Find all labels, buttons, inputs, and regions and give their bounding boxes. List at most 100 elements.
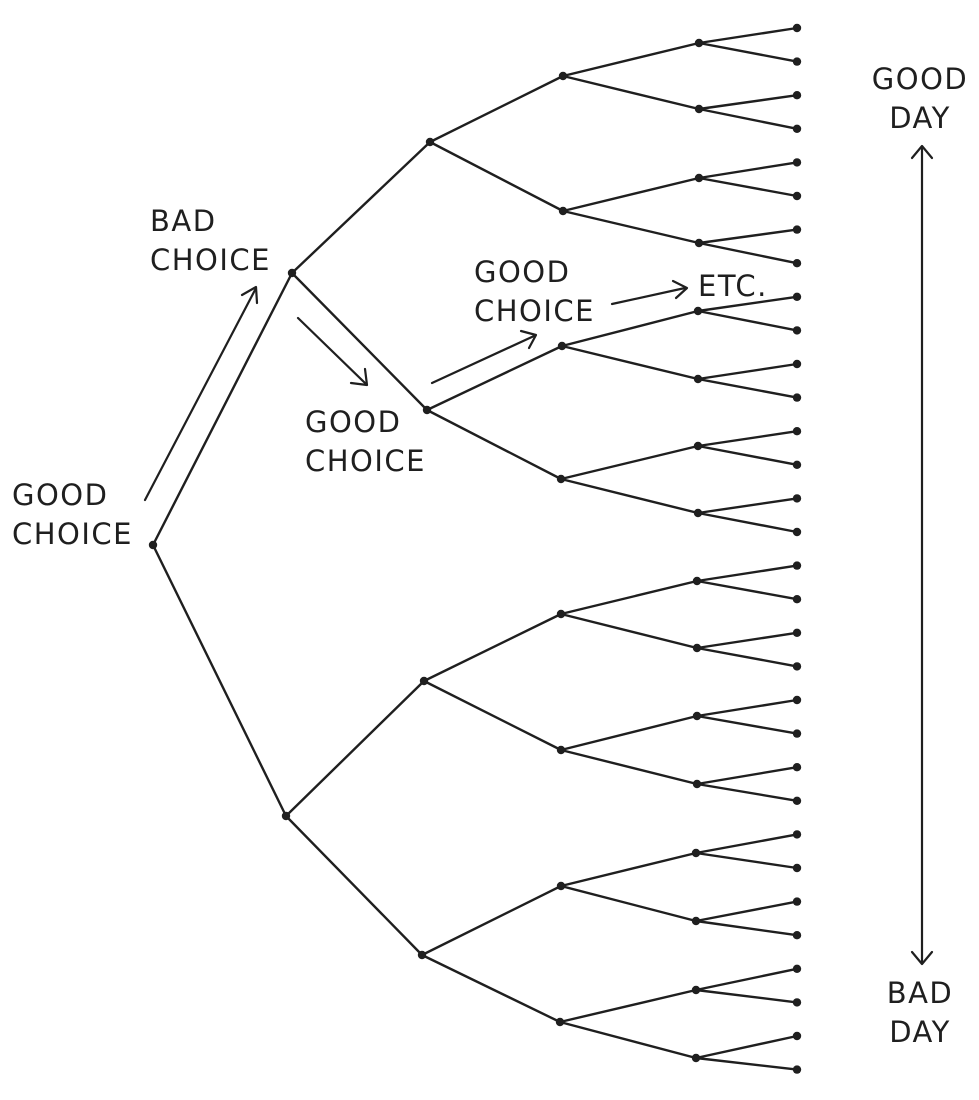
tree-edge bbox=[284, 814, 424, 957]
tree-node bbox=[792, 326, 802, 335]
tree-node bbox=[694, 38, 704, 48]
tree-node bbox=[792, 259, 802, 268]
tree-edge bbox=[694, 833, 799, 855]
tree-node bbox=[792, 393, 802, 402]
mid-good-choice-label: GOOD CHOICE bbox=[305, 403, 426, 481]
tree-edge bbox=[694, 988, 799, 1004]
tree-edge bbox=[428, 74, 565, 144]
tree-edge bbox=[290, 271, 429, 412]
tree-node bbox=[792, 460, 802, 469]
tree-edge bbox=[697, 241, 799, 265]
arrow-bad-to-good-choice bbox=[296, 316, 369, 387]
tree-edge bbox=[694, 919, 799, 937]
tree-edge bbox=[695, 698, 799, 718]
tree-edge bbox=[559, 477, 700, 515]
tree-edge bbox=[559, 444, 700, 481]
tree-edge bbox=[151, 543, 288, 818]
tree-node bbox=[558, 71, 568, 81]
label-line: DAY bbox=[889, 101, 951, 135]
tree-edge bbox=[696, 295, 799, 313]
label-line: DAY bbox=[889, 1015, 951, 1049]
tree-node bbox=[691, 848, 701, 858]
tree-nodes bbox=[148, 23, 802, 1074]
tree-edge bbox=[425, 408, 563, 481]
tree-edge bbox=[559, 612, 699, 650]
tree-edge bbox=[559, 851, 698, 888]
tree-edge bbox=[694, 900, 799, 923]
tree-node bbox=[792, 494, 802, 503]
tree-node bbox=[422, 405, 432, 415]
tree-edges bbox=[151, 26, 799, 1071]
label-line: BAD bbox=[886, 976, 954, 1010]
tree-edge bbox=[151, 271, 294, 547]
tree-node bbox=[792, 729, 802, 738]
tree-edge bbox=[696, 309, 799, 332]
tree-node bbox=[555, 1017, 565, 1027]
tree-edge bbox=[695, 714, 799, 735]
tree-edge bbox=[695, 564, 799, 583]
tree-node bbox=[792, 964, 802, 973]
tree-node bbox=[792, 695, 802, 705]
tree-edge bbox=[694, 851, 799, 870]
tree-node bbox=[691, 1053, 701, 1063]
tree-edge bbox=[559, 884, 698, 923]
tree-node bbox=[558, 206, 568, 216]
tree-node bbox=[693, 508, 703, 518]
tree-node bbox=[792, 292, 802, 301]
tree-node bbox=[792, 863, 802, 873]
tree-node bbox=[693, 306, 703, 316]
label-line: BAD bbox=[150, 204, 217, 238]
tree-node bbox=[556, 881, 566, 891]
tree-node bbox=[694, 238, 704, 248]
tree-edge bbox=[559, 579, 699, 616]
tree-node bbox=[792, 527, 802, 537]
tree-edge bbox=[694, 1056, 799, 1071]
good-bad-day-scale-arrow bbox=[910, 144, 934, 966]
tree-node bbox=[792, 225, 802, 234]
tree-edge bbox=[695, 782, 799, 802]
label-line: CHOICE bbox=[150, 243, 272, 277]
root-good-choice-label: GOOD CHOICE bbox=[12, 476, 133, 554]
tree-node bbox=[792, 1031, 802, 1041]
tree-node bbox=[792, 796, 802, 805]
tree-node bbox=[792, 931, 802, 940]
tree-node bbox=[287, 268, 297, 278]
bad-day-label: BAD DAY bbox=[864, 974, 976, 1052]
tree-node bbox=[792, 359, 802, 369]
arrow-to-etc bbox=[610, 279, 689, 306]
tree-edge bbox=[696, 362, 799, 381]
tree-edge bbox=[697, 107, 799, 131]
tree-edge bbox=[284, 679, 426, 818]
tree-node bbox=[693, 374, 703, 384]
tree-edge bbox=[425, 344, 564, 412]
tree-edge bbox=[695, 766, 799, 786]
tree-node bbox=[792, 1065, 802, 1074]
tree-edge bbox=[558, 988, 698, 1024]
tree-edge bbox=[422, 612, 563, 683]
tree-node bbox=[692, 643, 702, 653]
tree-edge bbox=[559, 748, 699, 786]
tree-edge bbox=[696, 377, 799, 399]
tree-node bbox=[692, 779, 702, 789]
tree-edge bbox=[290, 140, 432, 275]
tree-node bbox=[425, 137, 435, 147]
tree-node bbox=[792, 998, 802, 1007]
tree-edge bbox=[697, 228, 799, 245]
tree-edge bbox=[420, 953, 562, 1024]
label-line: ETC. bbox=[698, 269, 768, 303]
tree-edge bbox=[696, 430, 799, 448]
tree-node bbox=[792, 897, 802, 906]
label-line: GOOD bbox=[474, 255, 571, 289]
tree-edge bbox=[695, 579, 799, 601]
bad-choice-label: BAD CHOICE bbox=[150, 202, 271, 280]
tree-node bbox=[557, 341, 567, 351]
tree-edge bbox=[694, 1034, 799, 1060]
tree-node bbox=[281, 811, 291, 821]
tree-edge bbox=[428, 140, 565, 213]
tree-edge bbox=[561, 176, 701, 213]
good-day-label: GOOD DAY bbox=[864, 60, 976, 138]
etc-label: ETC. bbox=[698, 267, 768, 306]
tree-edge bbox=[560, 309, 700, 348]
tree-node bbox=[792, 191, 802, 201]
tree-edge bbox=[561, 74, 701, 111]
